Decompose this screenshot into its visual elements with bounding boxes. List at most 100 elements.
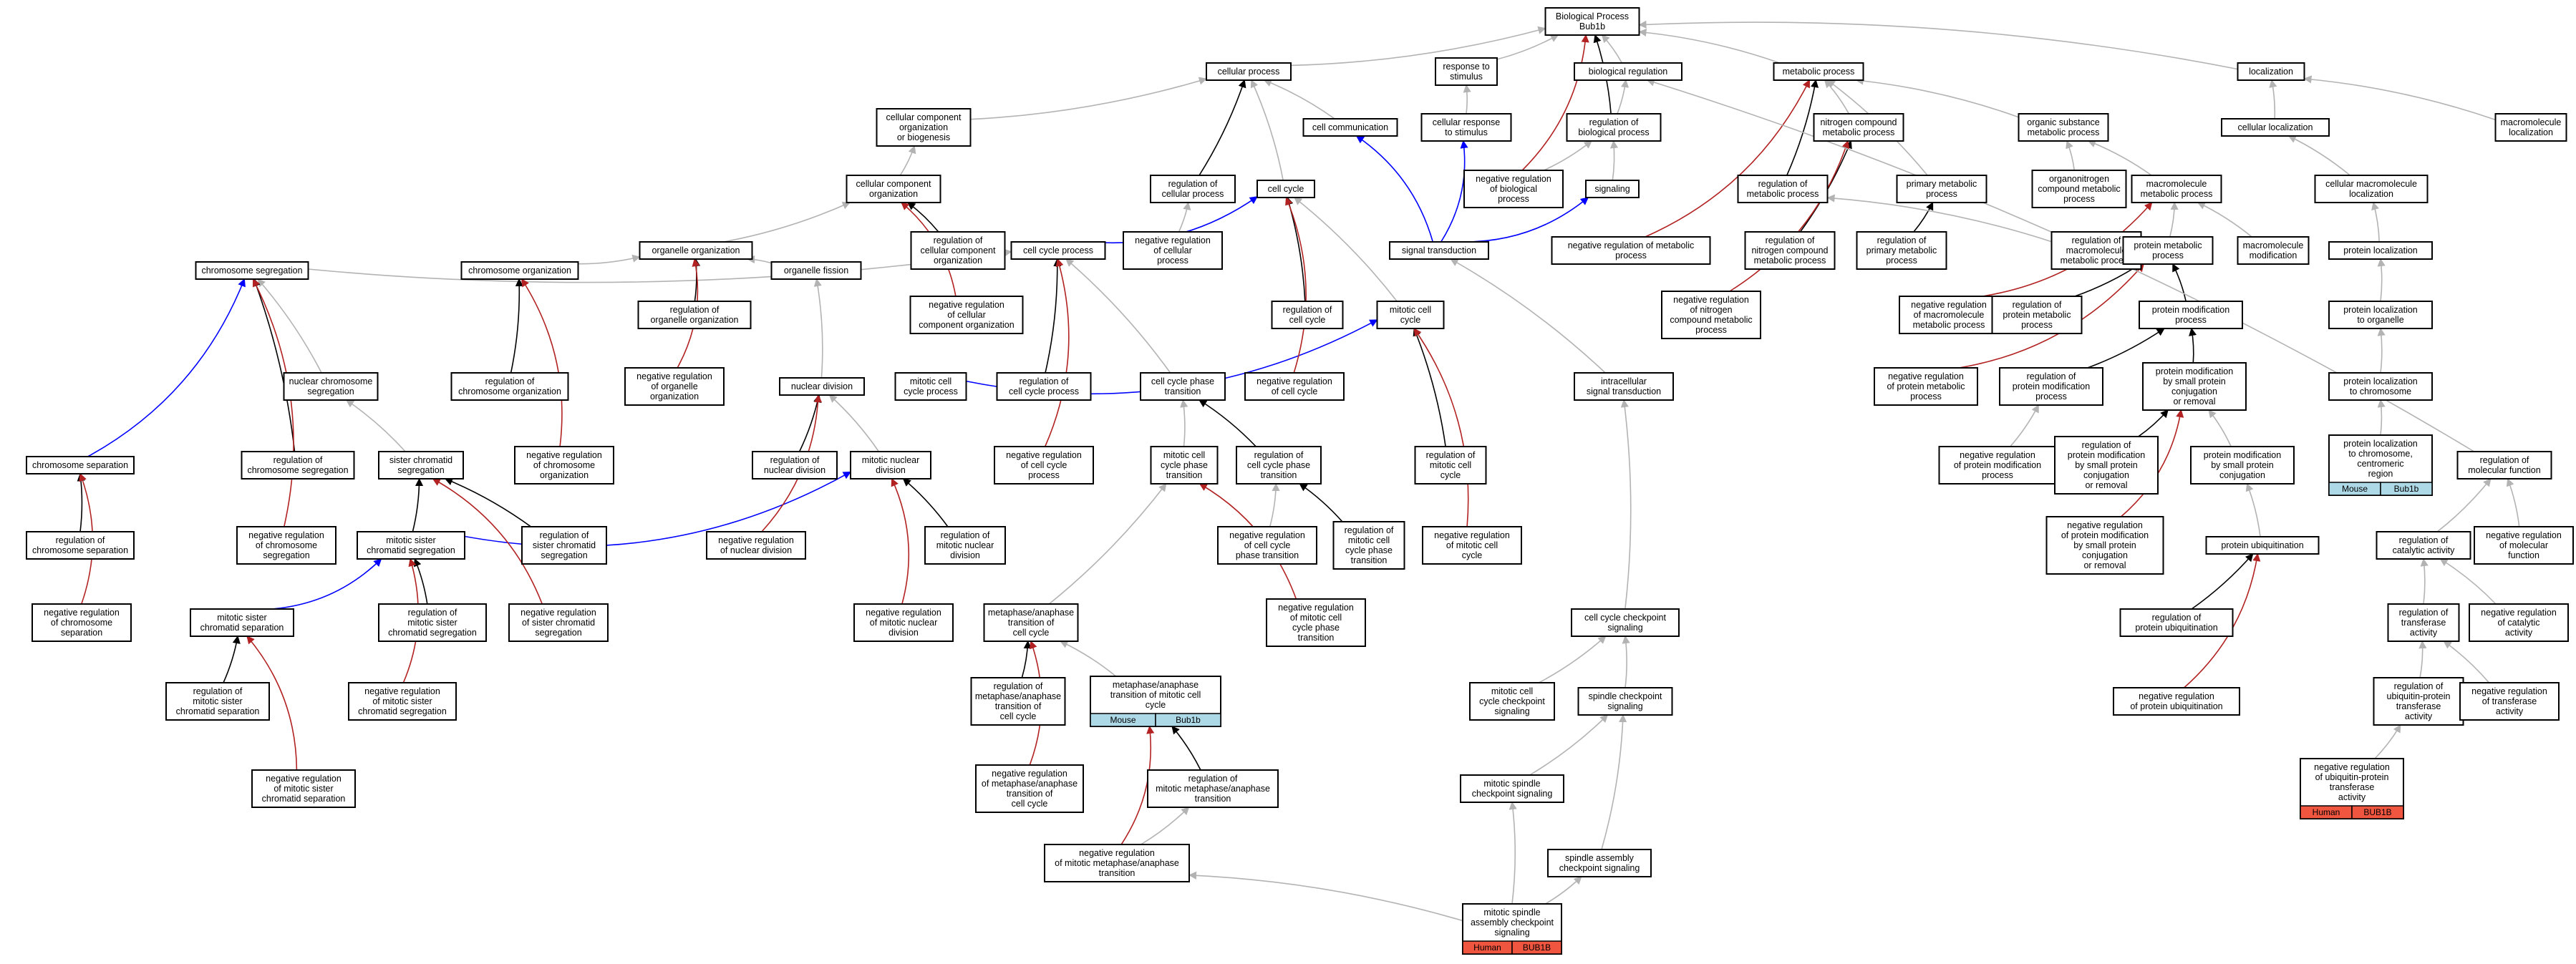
go-term-node[interactable]: protein localization (2328, 241, 2433, 260)
go-term-node[interactable]: organelle fission (770, 261, 862, 280)
go-term-node[interactable]: localization (2237, 62, 2305, 81)
go-term-node[interactable]: biological regulation (1574, 62, 1682, 81)
go-term-node[interactable]: nuclear division (779, 377, 865, 396)
go-term-node[interactable]: cell communication (1302, 118, 1398, 137)
go-term-node[interactable]: cell cycle process (1010, 241, 1106, 260)
go-term-node[interactable]: organelle organization (639, 241, 753, 260)
go-term-node[interactable]: cellular process (1206, 62, 1292, 81)
go-term-node[interactable]: metabolic process (1773, 62, 1864, 81)
go-term-node[interactable]: regulation ofubiquitin-proteintransferas… (2373, 677, 2464, 726)
go-term-node[interactable]: protein ubiquitination (2205, 536, 2320, 555)
go-term-node[interactable]: signaling (1585, 180, 1640, 198)
go-term-node[interactable]: cell cycle (1256, 180, 1315, 198)
go-term-node[interactable]: chromosome organization (460, 261, 579, 280)
go-term-node[interactable]: signal transduction (1389, 241, 1489, 260)
go-term-node[interactable]: regulation ofmetaphase/anaphasetransitio… (970, 677, 1066, 726)
go-term-node[interactable]: cellular localization (2221, 118, 2330, 137)
